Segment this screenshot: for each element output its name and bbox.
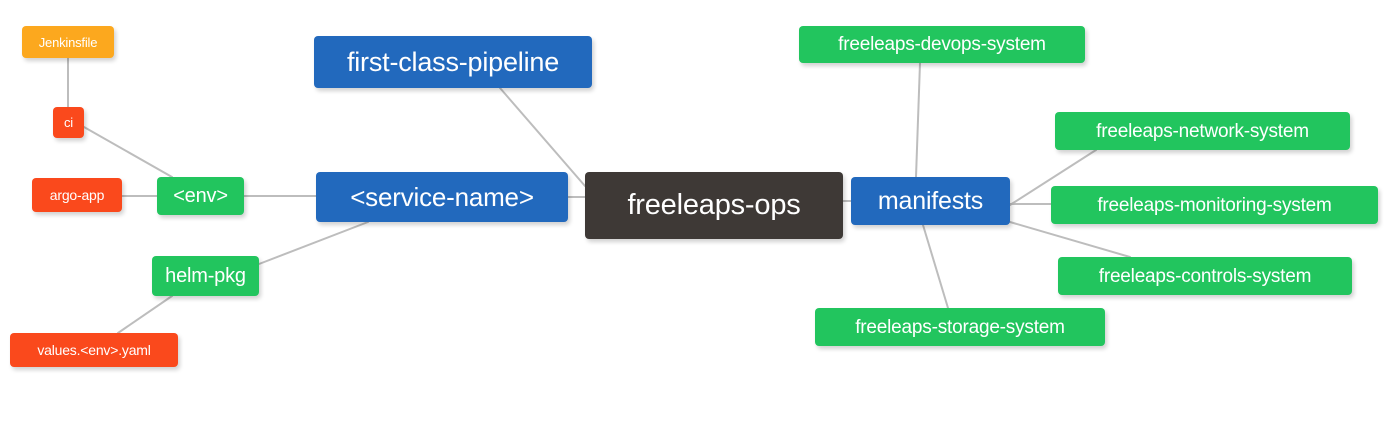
node-service-name[interactable]: <service-name> xyxy=(316,172,568,222)
node-jenkinsfile[interactable]: Jenkinsfile xyxy=(22,26,114,58)
node-argo-app[interactable]: argo-app xyxy=(32,178,122,212)
node-monitoring-system[interactable]: freeleaps-monitoring-system xyxy=(1051,186,1378,224)
edge-manifests-to-controls-system xyxy=(1009,221,1131,258)
node-freeleaps-ops[interactable]: freeleaps-ops xyxy=(585,172,843,239)
edge-env-to-ci xyxy=(83,126,173,178)
node-first-class-pipeline[interactable]: first-class-pipeline xyxy=(314,36,592,88)
node-storage-system[interactable]: freeleaps-storage-system xyxy=(815,308,1105,346)
node-network-system[interactable]: freeleaps-network-system xyxy=(1055,112,1350,150)
edge-manifests-to-storage-system xyxy=(922,224,949,309)
node-values-env-yaml[interactable]: values.<env>.yaml xyxy=(10,333,178,367)
node-manifests[interactable]: manifests xyxy=(851,177,1010,225)
node-helm-pkg[interactable]: helm-pkg xyxy=(152,256,259,296)
edge-helm-pkg-to-values-env-yaml xyxy=(117,295,173,334)
node-env[interactable]: <env> xyxy=(157,177,244,215)
edge-service-name-to-helm-pkg xyxy=(258,221,369,265)
node-controls-system[interactable]: freeleaps-controls-system xyxy=(1058,257,1352,295)
node-devops-system[interactable]: freeleaps-devops-system xyxy=(799,26,1085,63)
edge-manifests-to-devops-system xyxy=(915,62,921,178)
node-ci[interactable]: ci xyxy=(53,107,84,138)
